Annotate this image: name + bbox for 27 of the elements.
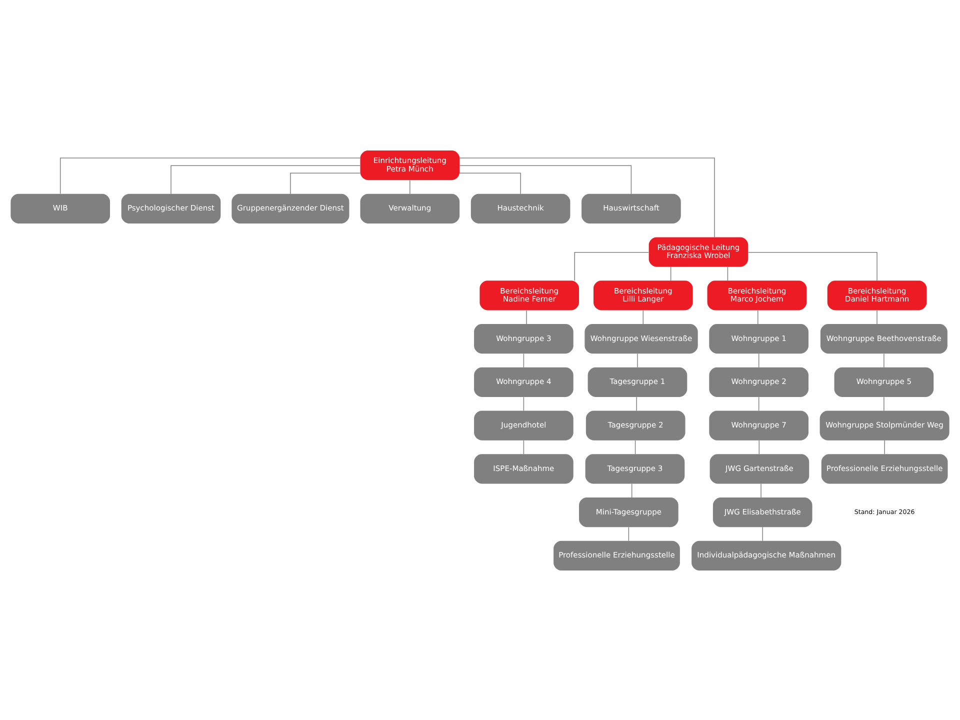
connector [637,352,638,368]
connector [574,251,649,280]
connector [523,440,524,454]
connector [459,172,521,194]
connector [636,396,637,411]
connector [459,157,715,238]
connector [459,164,632,194]
connector [642,309,644,324]
connector [634,440,636,454]
connector [290,172,360,194]
connector [60,157,361,194]
connector [523,352,524,368]
connector [758,440,760,454]
connector [727,266,728,280]
connector [762,526,763,541]
connector [758,396,760,411]
connector [526,309,527,324]
connector [670,266,672,280]
connector [884,440,885,454]
connector [170,164,360,194]
connector [631,483,632,498]
connector [523,396,524,411]
connector [758,352,760,368]
connector [760,483,762,498]
connector [748,251,878,280]
connector [628,526,630,541]
connector [876,309,878,324]
